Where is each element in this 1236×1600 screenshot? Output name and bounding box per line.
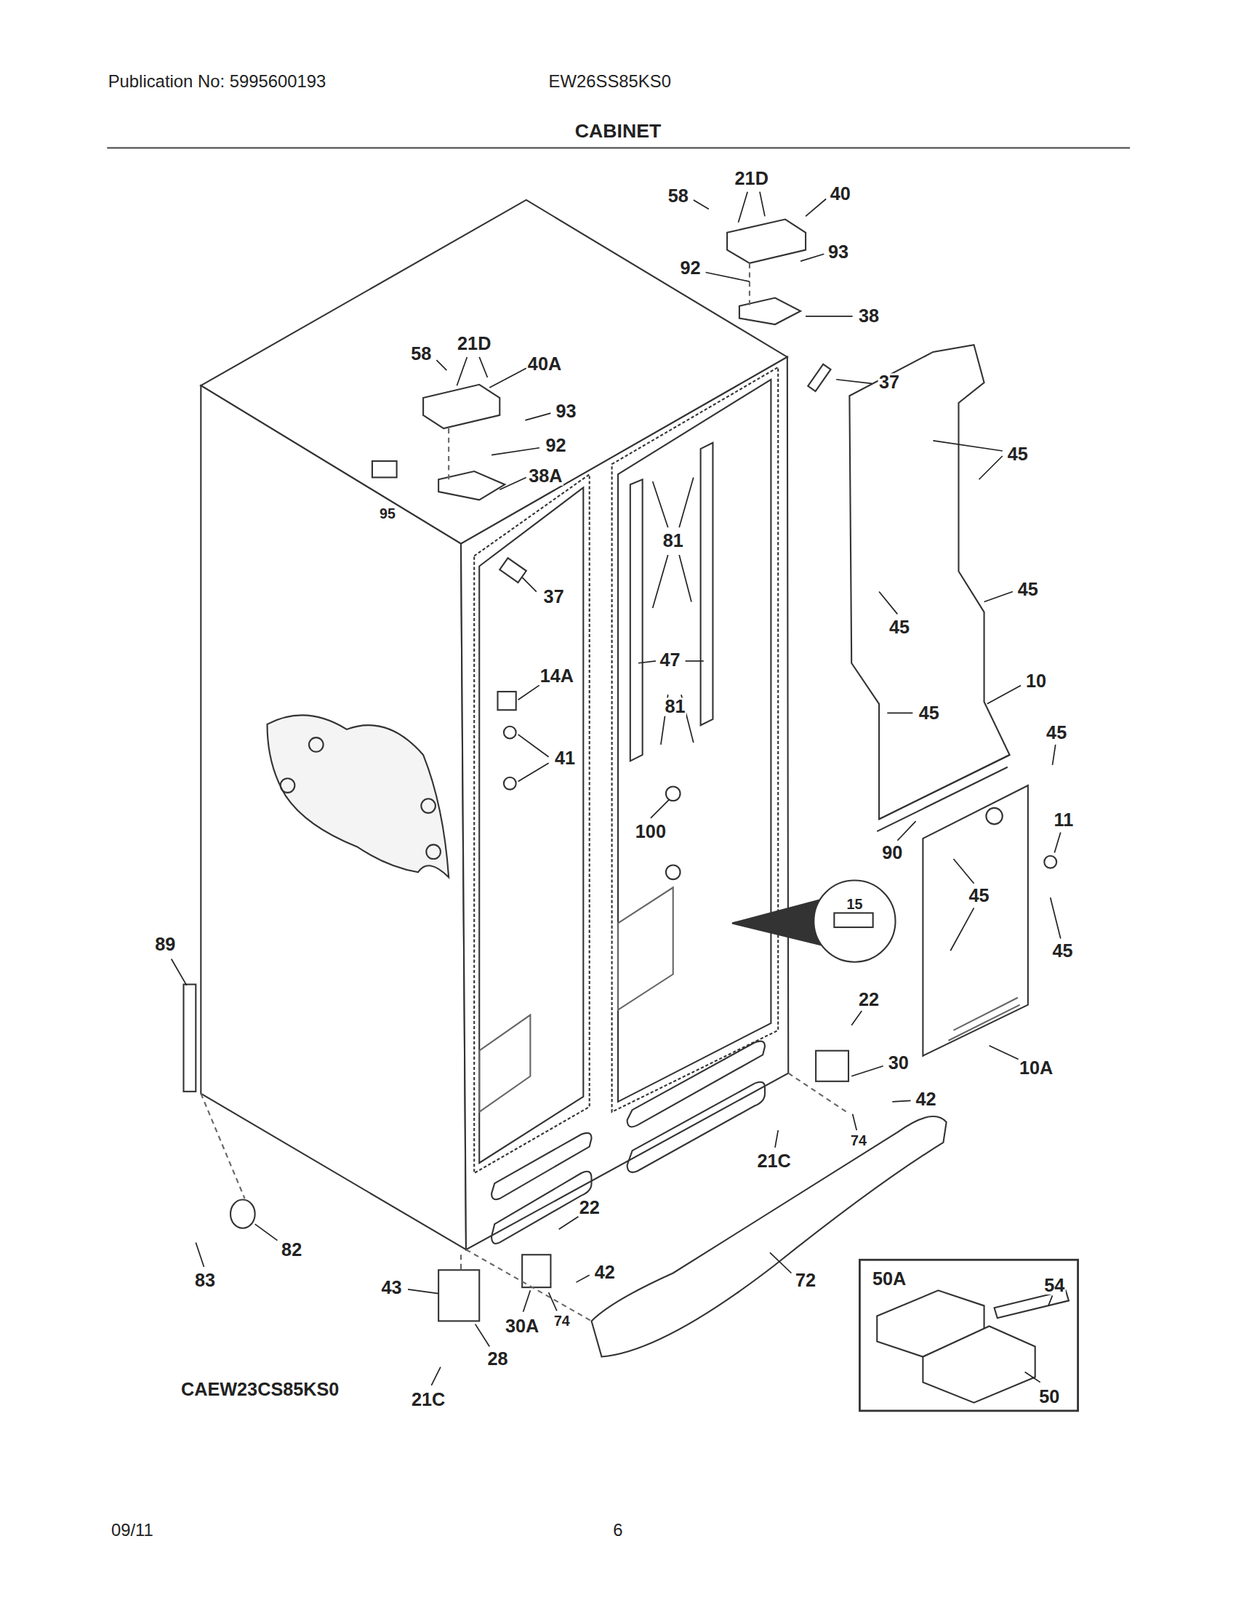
- callout-number: 38: [857, 306, 881, 325]
- callout-number: 83: [193, 1270, 216, 1290]
- header-text: Publication No: 5995600193: [106, 72, 327, 91]
- callout-number: 22: [857, 990, 881, 1009]
- callout-number: 10A: [1018, 1058, 1055, 1077]
- callout-number: 15: [845, 896, 864, 912]
- callout-number: 72: [794, 1270, 818, 1290]
- callout-number: 42: [593, 1262, 616, 1281]
- callout-number: 93: [554, 402, 578, 421]
- callout-number: 21C: [756, 1151, 792, 1170]
- callout-number: 45: [917, 703, 941, 722]
- callout-number: 45: [888, 618, 912, 637]
- callout-number: 45: [967, 886, 991, 905]
- callout-number: 30: [887, 1053, 910, 1072]
- callout-number: 21C: [410, 1390, 447, 1409]
- callout-number: 92: [544, 436, 568, 455]
- callout-number: 58: [666, 186, 690, 206]
- callout-number: 30A: [504, 1316, 541, 1335]
- callout-number: 21D: [733, 169, 770, 188]
- callout-number: 45: [1051, 941, 1074, 960]
- callout-number: 41: [554, 748, 577, 768]
- model-label: CAEW23CS85KS0: [180, 1379, 341, 1399]
- diagram-title: CABINET: [573, 120, 662, 141]
- callout-number: 89: [154, 934, 177, 954]
- callout-number: 38A: [527, 466, 564, 485]
- callout-number: 45: [1016, 580, 1039, 599]
- callout-number: 22: [578, 1198, 601, 1217]
- callout-number: 100: [633, 822, 667, 841]
- callout-number: 40A: [526, 354, 563, 373]
- callout-number: 11: [1052, 810, 1074, 829]
- callout-number: 47: [658, 650, 682, 669]
- inset-box: 50A 54 50: [858, 1258, 1079, 1412]
- callout-number: 14A: [538, 666, 575, 685]
- callout-number: 45: [1045, 722, 1069, 741]
- header-text: 6: [612, 1521, 624, 1539]
- callout-number: 81: [663, 697, 687, 716]
- callout-number: 93: [827, 242, 850, 262]
- callout-number: 74: [553, 1313, 572, 1329]
- callout-number: 90: [881, 843, 904, 862]
- callout-number: 45: [1006, 444, 1029, 464]
- callout-number: 43: [380, 1278, 403, 1297]
- callout-number: 10: [1025, 671, 1048, 690]
- callout-number: 50: [1038, 1387, 1061, 1406]
- callout-number: 95: [378, 506, 397, 521]
- callout-number: 58: [410, 344, 433, 363]
- callout-number: 40: [828, 184, 852, 203]
- callout-number: 21D: [456, 334, 493, 353]
- callout-number: 42: [914, 1089, 938, 1109]
- header-text: 09/11: [109, 1521, 155, 1539]
- header-text: EW26SS85KS0: [547, 72, 672, 91]
- callout-number: 37: [542, 587, 565, 606]
- callout-number: 81: [661, 531, 685, 550]
- callout-number: 74: [849, 1132, 869, 1148]
- callout-number: 82: [280, 1240, 304, 1259]
- callout-number: 92: [679, 258, 702, 278]
- callout-number: 50A: [871, 1269, 908, 1288]
- callout-number: 54: [1043, 1275, 1066, 1295]
- callout-number: 37: [878, 372, 901, 392]
- callout-number: 28: [486, 1349, 509, 1368]
